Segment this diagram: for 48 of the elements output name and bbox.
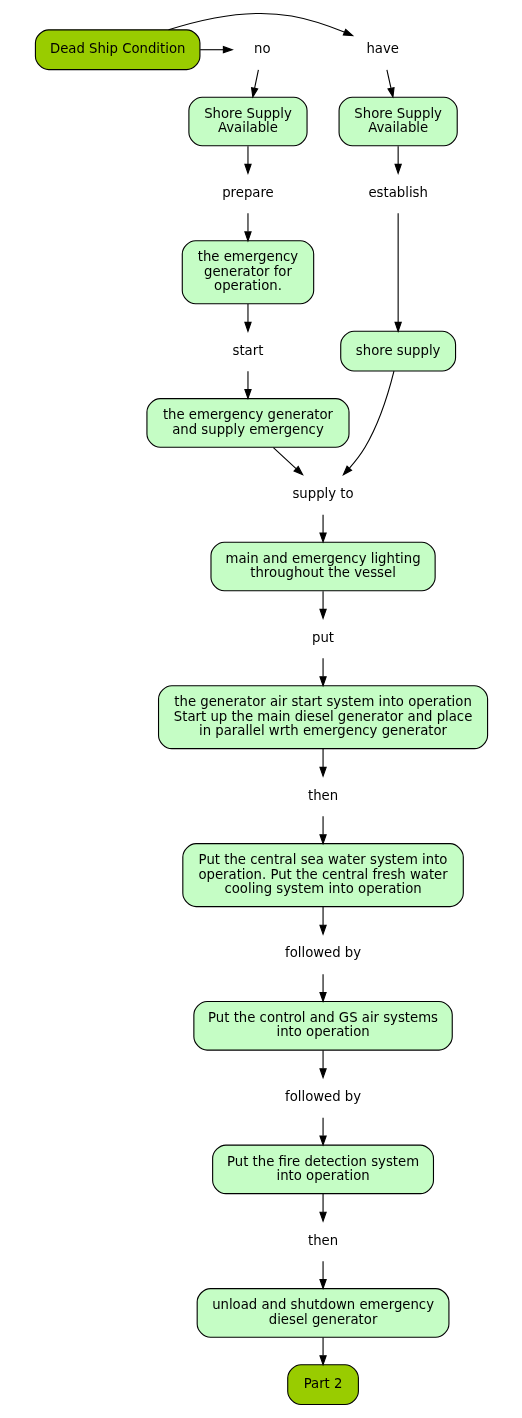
node-box: Shore Supply Available xyxy=(187,96,308,147)
node-box: Shore Supply Available xyxy=(338,96,458,147)
arrow xyxy=(318,590,327,620)
node-box: shore supply xyxy=(339,330,456,372)
node-text: followed by xyxy=(284,945,361,961)
arrow xyxy=(250,69,259,99)
arrow xyxy=(385,69,395,99)
node-box: Put the control and GS air systems into operation xyxy=(192,1001,453,1051)
arrow xyxy=(318,815,327,846)
arrow xyxy=(393,212,402,333)
arrow xyxy=(341,370,394,476)
node-box: the emergency generator for operation. xyxy=(181,240,314,305)
arrow xyxy=(318,906,327,936)
arrow xyxy=(318,657,327,688)
node-box: the emergency generator and supply emergency xyxy=(145,398,350,448)
arrow xyxy=(318,973,327,1003)
arrow xyxy=(199,45,234,54)
arrow xyxy=(272,447,304,476)
arrow xyxy=(393,145,402,175)
arrow xyxy=(318,514,327,544)
node-text: no xyxy=(253,41,271,57)
node-box: Part 2 xyxy=(286,1364,359,1406)
arrow xyxy=(318,1260,327,1291)
arrow xyxy=(318,748,327,778)
node-text: establish xyxy=(367,184,428,200)
node-text: start xyxy=(232,342,263,358)
node-text: followed by xyxy=(284,1089,361,1105)
node-text: supply to xyxy=(291,486,354,502)
node-box: Dead Ship Condition xyxy=(34,29,200,71)
node-text: then xyxy=(307,1232,338,1248)
node-text: prepare xyxy=(221,184,274,200)
arrow xyxy=(318,1117,327,1147)
node-text: put xyxy=(311,629,334,645)
arrow xyxy=(318,1337,327,1367)
node-box: Put the fire detection system into operation xyxy=(211,1144,434,1195)
arrow xyxy=(243,370,252,401)
arrow xyxy=(243,212,252,243)
node-box: unload and shutdown emergency diesel generator xyxy=(196,1288,449,1338)
node-box: the generator air start system into operation Start up the main diesel generator and place in parallel wrth emergency generator xyxy=(157,685,488,750)
arrow xyxy=(243,303,252,333)
node-box: Put the central sea water system into operation. Put the central fresh water cooling system into operation xyxy=(181,843,464,908)
node-text: then xyxy=(307,787,338,803)
node-text: have xyxy=(365,41,399,57)
arrow xyxy=(318,1049,327,1080)
node-box: main and emergency lighting throughout the vessel xyxy=(209,541,436,592)
arrow xyxy=(318,1193,327,1223)
arrow xyxy=(167,12,354,37)
arrow xyxy=(243,145,252,175)
